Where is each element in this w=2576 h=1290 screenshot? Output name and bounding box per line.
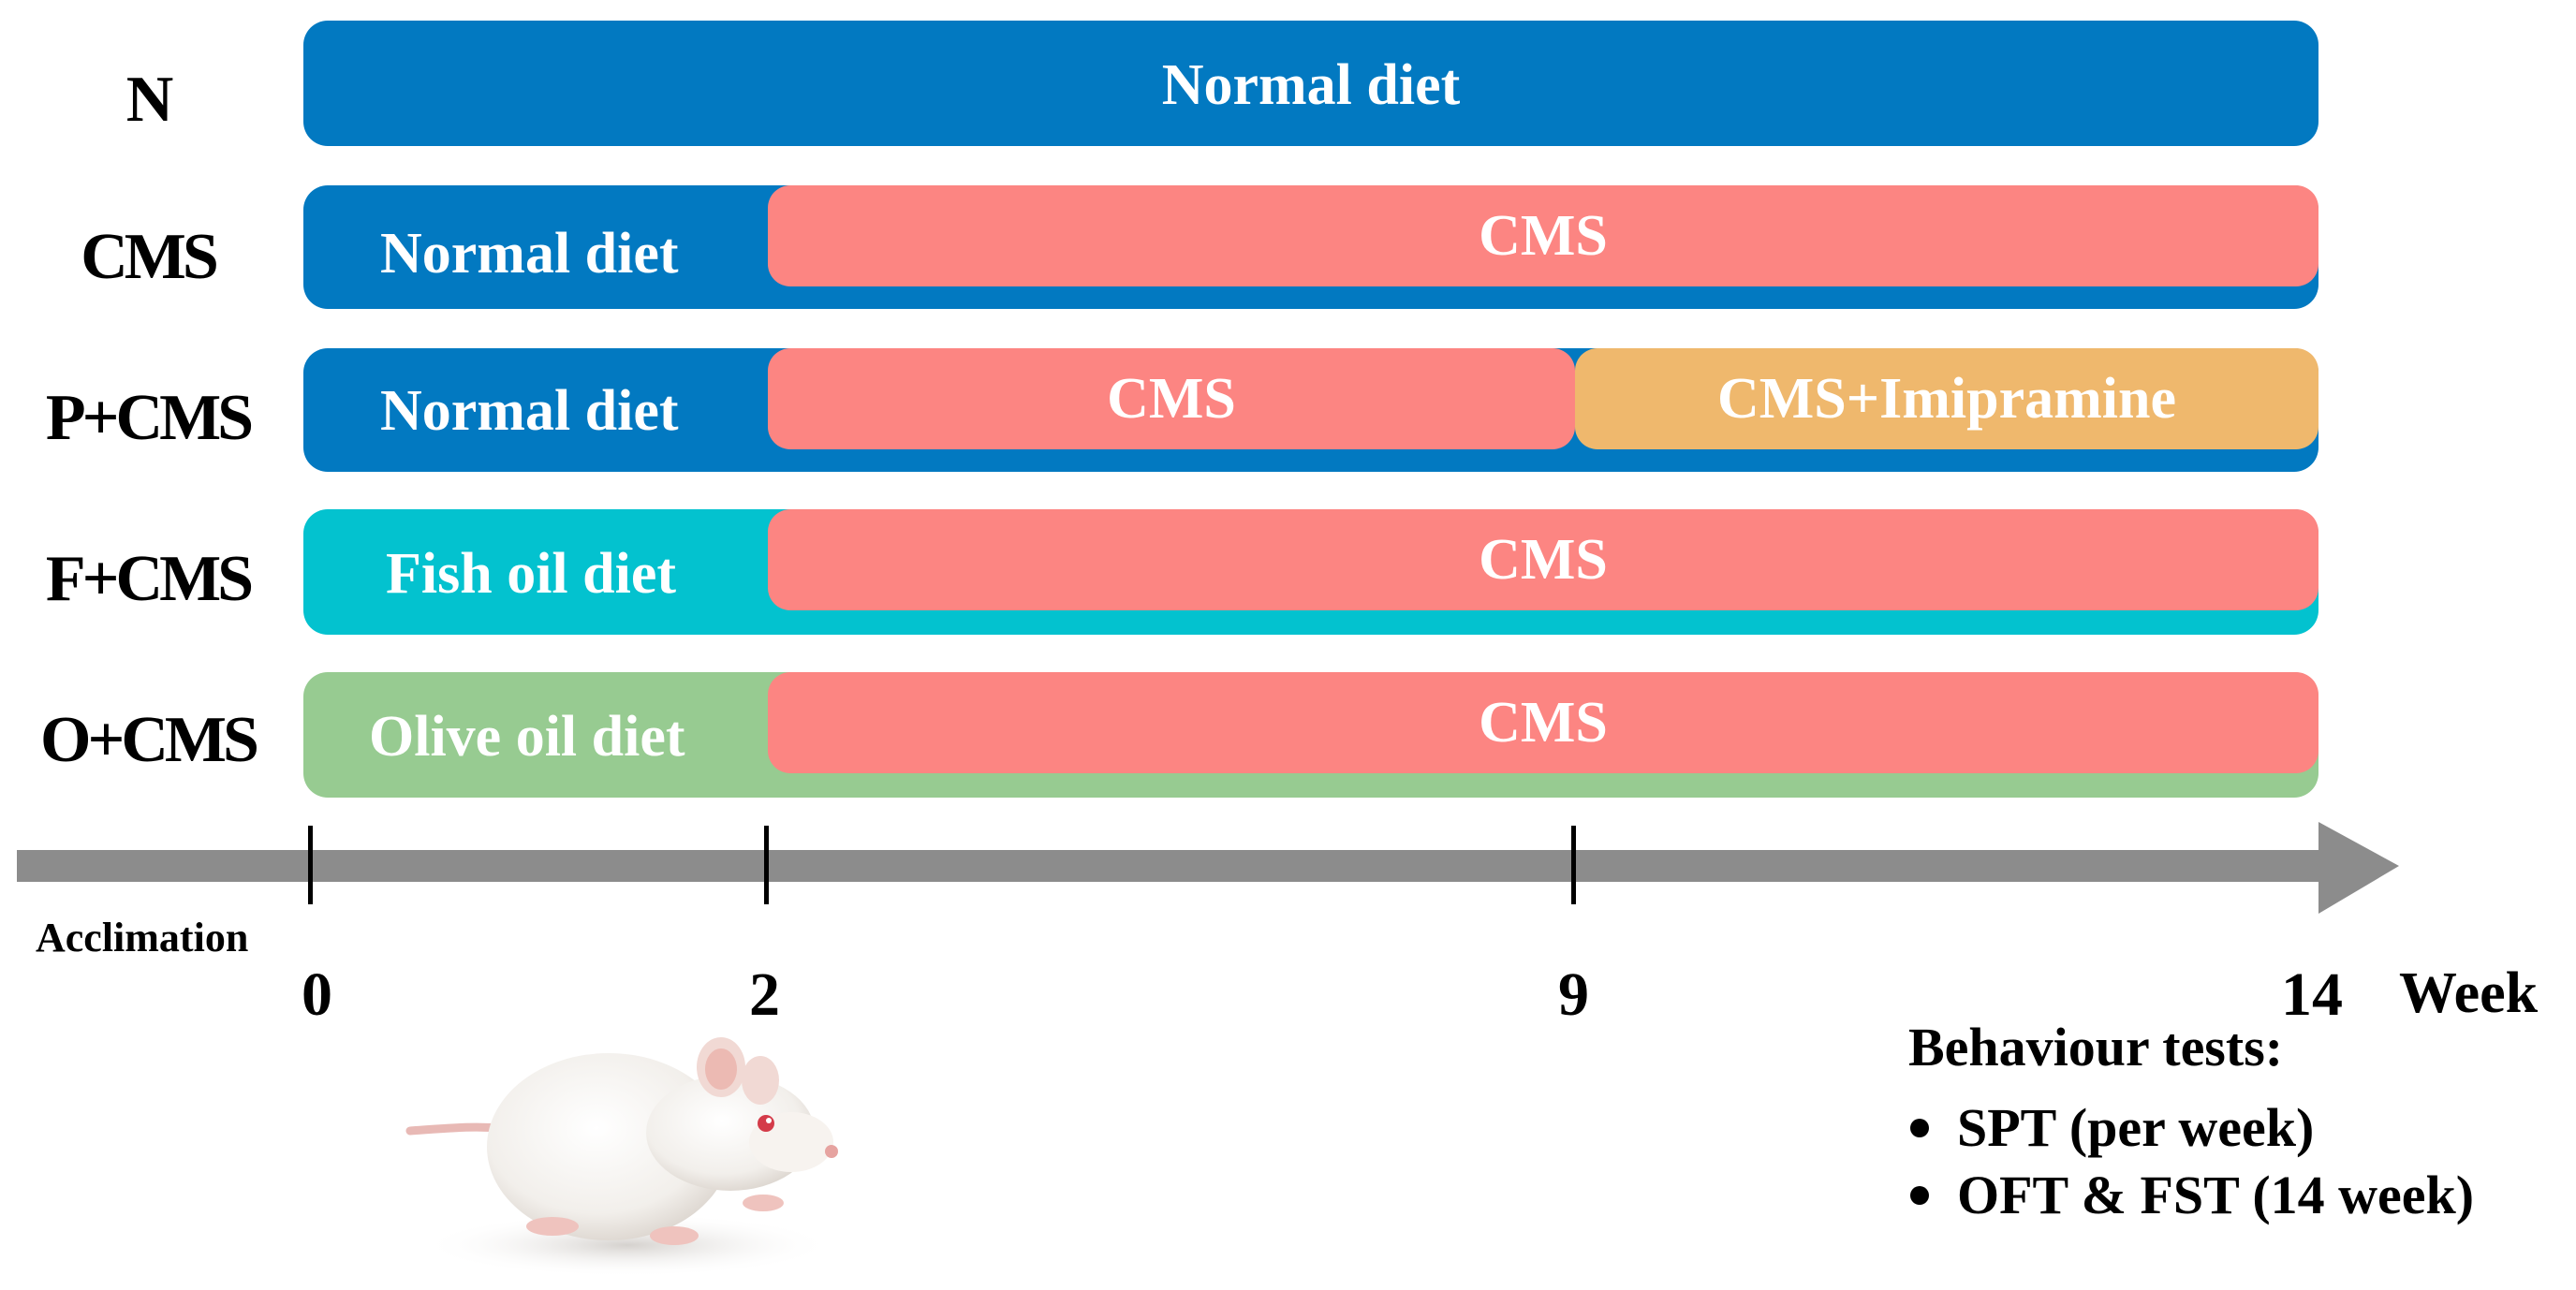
segment-cms-row4: CMS (768, 509, 2318, 610)
behaviour-test-item-text: SPT (per week) (1957, 1097, 2315, 1158)
group-label-p-cms: P+CMS (45, 382, 254, 454)
group-label-cms: CMS (81, 221, 219, 293)
segment-cms-row2: CMS (768, 185, 2318, 286)
behaviour-test-item: SPT (per week) (1910, 1101, 2314, 1155)
tick-week-0 (308, 826, 313, 904)
tick-week-2 (764, 826, 769, 904)
behaviour-test-item: OFT & FST (14 week) (1910, 1168, 2474, 1223)
bar-label-normal-diet-p-cms: Normal diet (380, 379, 679, 443)
bar-label-fish-oil-diet: Fish oil diet (386, 542, 677, 606)
behaviour-tests-title: Behaviour tests: (1908, 1017, 2284, 1077)
white-rat-icon (405, 1037, 838, 1277)
group-label-o-cms: O+CMS (40, 704, 259, 776)
tick-label-2: 2 (749, 960, 780, 1029)
segment-cms-imipramine: CMS+Imipramine (1575, 348, 2318, 449)
tick-week-9 (1571, 826, 1576, 904)
bar-normal-diet-n (303, 21, 2318, 146)
bar-label-normal-diet-n: Normal diet (1161, 53, 1461, 117)
axis-unit-week: Week (2399, 961, 2539, 1025)
behaviour-test-item-text: OFT & FST (14 week) (1957, 1165, 2475, 1225)
segment-cms-row5: CMS (768, 672, 2318, 773)
bar-label-olive-oil-diet: Olive oil diet (369, 705, 685, 769)
group-label-f-cms: F+CMS (45, 543, 254, 615)
tick-label-9: 9 (1558, 960, 1589, 1029)
acclimation-label: Acclimation (36, 915, 249, 960)
bar-label-normal-diet-cms: Normal diet (380, 222, 679, 286)
bullet-icon (1910, 1186, 1929, 1205)
tick-label-14: 14 (2281, 960, 2343, 1029)
tick-label-0: 0 (302, 960, 332, 1029)
group-label-n: N (125, 64, 174, 136)
bullet-icon (1910, 1119, 1929, 1137)
segment-cms-row3: CMS (768, 348, 1575, 449)
